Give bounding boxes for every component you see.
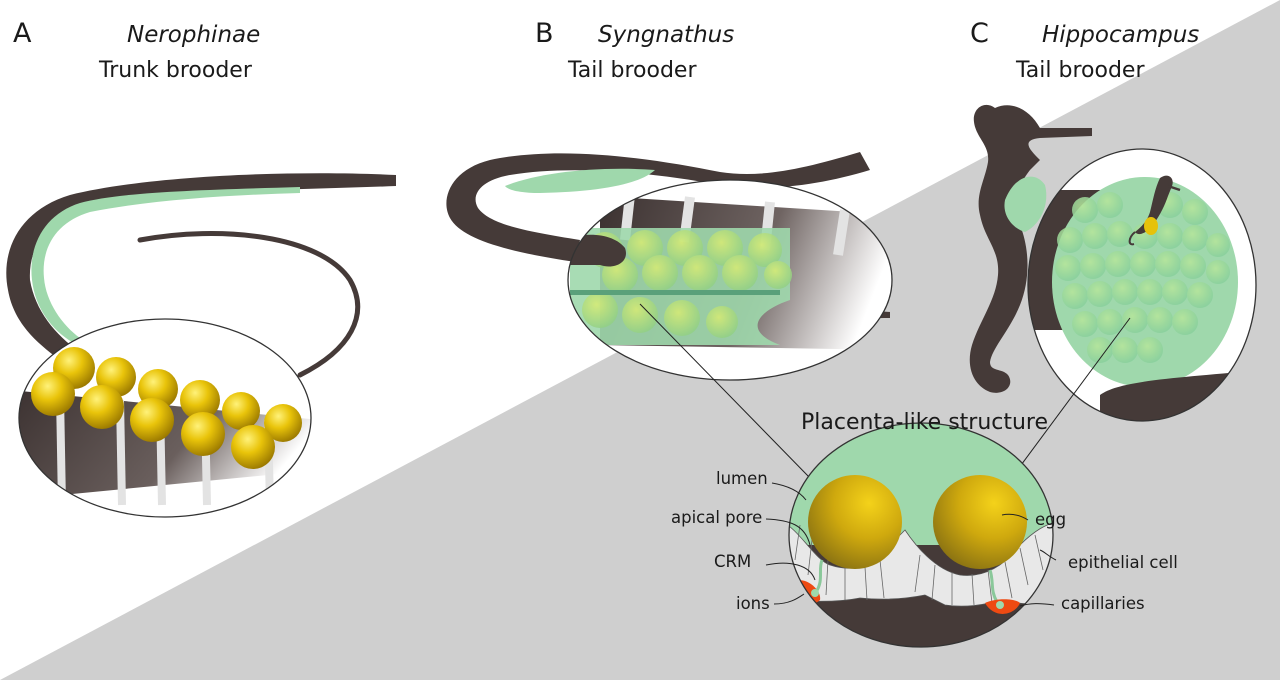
panel-c-genus: Hippocampus xyxy=(1042,22,1200,48)
nerophinae-fish xyxy=(6,173,396,378)
label-egg: egg xyxy=(1035,510,1067,529)
seahorse-brood-tissue xyxy=(1004,176,1047,232)
nerophinae-body xyxy=(6,173,396,360)
big-egg-left xyxy=(808,475,902,569)
annotation-leaders xyxy=(765,482,1057,607)
zoom-b-ridge xyxy=(570,290,780,295)
placenta-like-structure xyxy=(788,422,1054,648)
syngnathus-brood-tissue xyxy=(505,168,655,193)
label-lumen: lumen xyxy=(716,469,768,488)
label-crm: CRM xyxy=(714,552,752,571)
leader-crm xyxy=(765,562,816,581)
hippocampus-seahorse xyxy=(969,104,1092,393)
zoom-view-c xyxy=(1027,148,1257,422)
zoom-c-embryo-yolk xyxy=(1144,217,1158,235)
leader-lumen xyxy=(771,482,807,501)
zoom-b-stripes xyxy=(620,194,850,256)
zoom-c-embryo-tail xyxy=(1128,231,1136,246)
zoom-c-eggs xyxy=(1055,192,1230,363)
leader-ions xyxy=(773,593,805,605)
nerophinae-tail xyxy=(137,231,361,378)
panel-b-genus: Syngnathus xyxy=(598,22,735,48)
nerophinae-brood-tissue xyxy=(31,187,300,342)
zoom-c-embryo xyxy=(1135,175,1173,235)
connector-line-b xyxy=(639,303,811,479)
connector-line-c xyxy=(1009,317,1131,481)
zoom-b-outline xyxy=(567,179,893,381)
label-apical-pore: apical pore xyxy=(671,508,763,527)
ion-dot-left xyxy=(811,589,819,597)
panel-a-letter: A xyxy=(13,18,32,49)
panel-a-brooding-type: Trunk brooder xyxy=(99,58,252,83)
panel-b-letter: B xyxy=(535,18,554,49)
placenta-outline xyxy=(788,422,1054,648)
leader-apical-pore xyxy=(765,518,811,546)
leader-egg xyxy=(1001,513,1029,521)
epithelial-cell-boundaries xyxy=(794,524,1044,606)
syngnathus-body xyxy=(446,152,870,262)
ion-dot-right xyxy=(996,601,1004,609)
big-egg-right xyxy=(933,475,1027,569)
structure-title: Placenta-like structure xyxy=(801,410,1049,435)
panel-b-brooding-type: Tail brooder xyxy=(568,58,697,83)
panel-c-letter: C xyxy=(970,18,989,49)
leader-capillaries xyxy=(1019,603,1055,607)
zoom-a-eggs xyxy=(31,347,302,469)
label-capillaries: capillaries xyxy=(1061,594,1145,613)
leader-epithelial-cell xyxy=(1039,549,1057,561)
label-epithelial-cell: epithelial cell xyxy=(1068,553,1178,572)
zoom-a-outline xyxy=(18,318,312,518)
zoom-c-embryo-snout xyxy=(1167,184,1181,192)
label-ions: ions xyxy=(736,594,770,613)
zoom-c-outline xyxy=(1027,148,1257,422)
seahorse-body xyxy=(969,104,1092,393)
panel-a-genus: Nerophinae xyxy=(127,22,261,48)
zoom-view-b xyxy=(567,179,893,381)
panel-c-brooding-type: Tail brooder xyxy=(1016,58,1145,83)
crm-channels xyxy=(814,559,999,603)
